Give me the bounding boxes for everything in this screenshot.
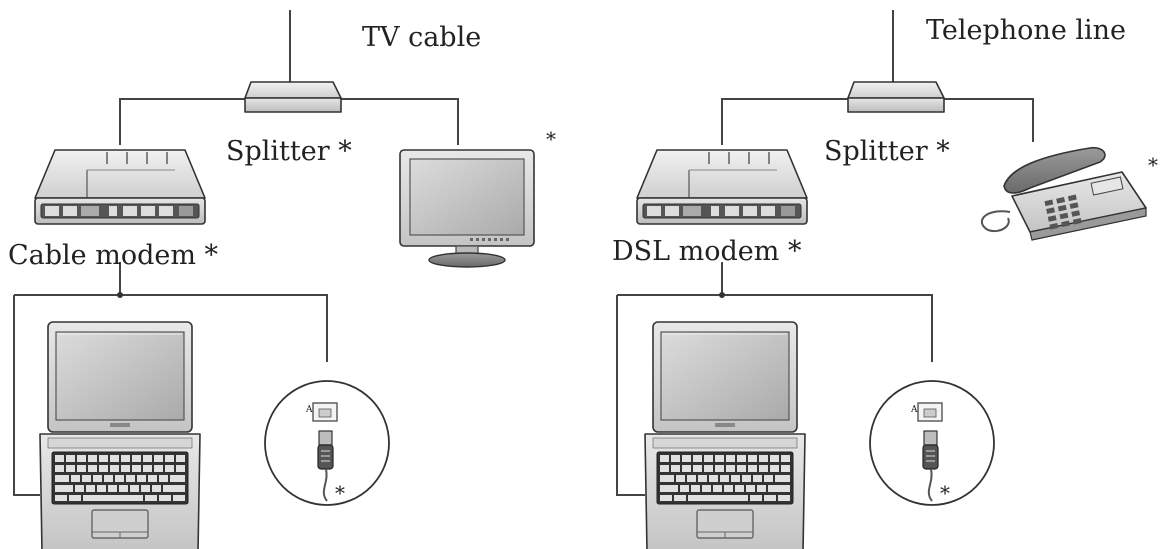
ethernet-port-inset: [264, 380, 390, 506]
tv-cable-label: TV cable: [362, 22, 481, 53]
telephone-device: [981, 146, 1147, 241]
cable-modem-label: Cable modem *: [8, 240, 219, 271]
laptop-computer: [644, 321, 806, 549]
dsl-modem-label: DSL modem *: [612, 236, 802, 267]
splitter-label: Splitter *: [226, 136, 352, 167]
wiring-lines: [616, 10, 1034, 496]
port-letter: A: [910, 405, 918, 415]
splitter-label: Splitter *: [824, 136, 950, 167]
splitter-device: [244, 81, 342, 113]
phone-asterisk: *: [1148, 153, 1158, 177]
cable-modem-device: [34, 149, 206, 225]
laptop-computer: [39, 321, 201, 549]
port-letter: A: [305, 405, 313, 415]
wiring-lines: [13, 10, 459, 496]
cable-setup: TV cable Splitter * Cable modem * * A *: [8, 10, 556, 549]
dsl-setup: Telephone line Splitter * DSL modem * *: [612, 10, 1158, 549]
telephone-line-label: Telephone line: [926, 15, 1126, 46]
tv-asterisk: *: [546, 127, 556, 151]
cable-asterisk: *: [335, 481, 345, 505]
ethernet-port-inset: [869, 380, 995, 506]
cable-asterisk: *: [940, 481, 950, 505]
tv-monitor: [399, 149, 535, 268]
splitter-device: [847, 81, 945, 113]
dsl-modem-device: [636, 149, 808, 225]
